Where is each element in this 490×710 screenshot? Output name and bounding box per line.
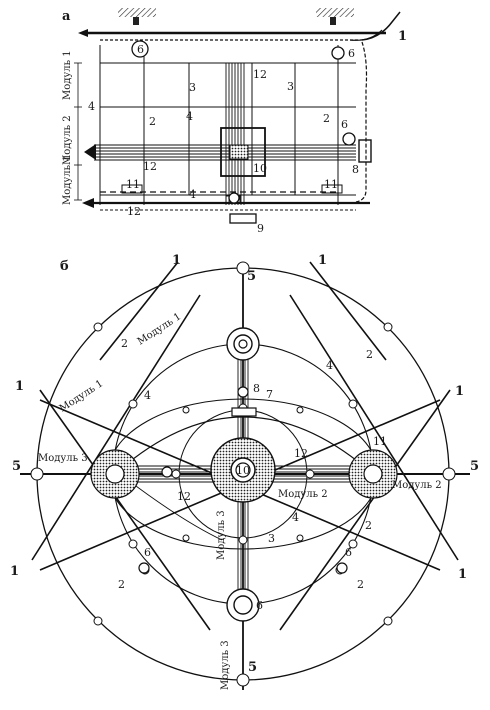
block-11-right: [321, 184, 343, 194]
label-10: 10: [236, 464, 250, 477]
label-12-a: 12: [294, 447, 308, 460]
line-number: 1: [398, 29, 407, 44]
plan-a: а 1: [62, 8, 407, 235]
arrow-left-top: [78, 29, 88, 37]
module-3-center: Модуль 3: [216, 510, 227, 560]
radial-end-top-right: 1: [318, 253, 327, 268]
radial-end-top-left: 1: [172, 253, 181, 268]
hatched-block-right: [316, 8, 354, 17]
label-2-left: 2: [149, 115, 156, 128]
hub-center: [210, 437, 276, 503]
label-2-e: 2: [118, 578, 125, 591]
label-12-bottom: 12: [127, 205, 141, 218]
label-11-left: 11: [126, 178, 140, 191]
ring-nodes: [30, 261, 456, 687]
station-7: [231, 407, 257, 417]
block-11-left: [121, 184, 143, 194]
label-2-a: 2: [121, 337, 128, 350]
label-4-b: 4: [326, 359, 333, 372]
label-2-b: 2: [366, 348, 373, 361]
hatched-block-left: [118, 8, 156, 17]
curve-upper: [114, 416, 374, 475]
label-6-b: 6: [345, 546, 352, 559]
label-9: 9: [257, 222, 264, 235]
module-brackets: [74, 62, 82, 201]
right-edge: [355, 41, 368, 203]
radial-end-bottom-right: 1: [458, 567, 467, 582]
label-3-right: 3: [287, 80, 294, 93]
node-6-top-right: [331, 46, 345, 60]
hub-top: [226, 327, 260, 361]
horizontal-bundle: [94, 144, 356, 161]
module-3-bottom: Модуль 3: [220, 640, 231, 690]
label-4-top-mid: 4: [186, 110, 193, 123]
axis-end-top: 5: [247, 269, 256, 284]
module-2-right: Модуль 2: [392, 480, 442, 491]
module-label-1-top: Модуль 1: [62, 50, 73, 100]
label-6-c: 6: [256, 599, 263, 612]
label-4-bottom: 4: [189, 188, 196, 201]
terminal-9: [229, 213, 257, 224]
label-12-b: 12: [177, 490, 191, 503]
label-2-d: 2: [357, 578, 364, 591]
label-4-c: 4: [292, 511, 299, 524]
label-2-right: 2: [323, 112, 330, 125]
plan-b: б: [10, 253, 479, 690]
label-8: 8: [352, 163, 359, 176]
radial-lines: [31, 261, 459, 631]
stair-left: [133, 17, 139, 25]
label-11: 11: [373, 435, 387, 448]
hub-left: [90, 449, 140, 499]
label-10: 10: [253, 162, 267, 175]
module-label-2: Модуль 2: [62, 115, 73, 165]
module-2-center: Модуль 2: [278, 489, 328, 500]
part-b-label: б: [60, 259, 69, 274]
arrow-left-mid: [84, 144, 96, 160]
module-1-upper: Модуль 1: [136, 311, 184, 347]
node-bottom: [228, 192, 240, 204]
label-6-right: 6: [341, 118, 348, 131]
axis-end-right: 5: [470, 459, 479, 474]
label-6-top-right: 6: [348, 47, 355, 60]
label-11-right: 11: [324, 178, 338, 191]
label-6-a: 6: [144, 546, 151, 559]
grid-lines: [99, 45, 356, 205]
module-label-1-bottom: Модуль 1: [62, 155, 73, 205]
label-8: 8: [253, 382, 260, 395]
hub-bottom: [226, 588, 260, 622]
branch-curve: [349, 29, 383, 41]
label-4-left: 4: [88, 100, 95, 113]
radial-end-bottom-left: 1: [10, 564, 19, 579]
module-3-left: Модуль 3: [38, 453, 88, 464]
node-6-group: [138, 466, 348, 574]
node-6-top-left: [131, 40, 149, 58]
module-1-lower: Модуль 1: [58, 378, 106, 414]
terminal-8: [358, 139, 372, 163]
radial-end-right: 1: [455, 384, 464, 399]
radial-end-left: 1: [15, 379, 24, 394]
branch-line-top-right: [361, 11, 401, 41]
hub-right: [348, 449, 398, 499]
axis-end-left: 5: [12, 459, 21, 474]
node-6-right: [342, 132, 356, 146]
label-4-a: 4: [144, 389, 151, 402]
stair-right: [330, 17, 336, 25]
label-2-c: 2: [365, 519, 372, 532]
central-hub-frame: [220, 127, 266, 177]
arrow-left-bottom: [82, 198, 94, 208]
label-7: 7: [266, 388, 273, 401]
label-6-top-left: 6: [137, 43, 144, 56]
label-12-top: 12: [253, 68, 267, 81]
label-3-left: 3: [189, 81, 196, 94]
axis-end-bottom: 5: [248, 660, 257, 675]
label-3: 3: [268, 532, 275, 545]
label-12-mid: 12: [143, 160, 157, 173]
station-8: [237, 386, 249, 398]
part-a-label: а: [62, 9, 71, 24]
vertical-bundle: [225, 63, 245, 205]
central-hub-core: [229, 144, 249, 160]
